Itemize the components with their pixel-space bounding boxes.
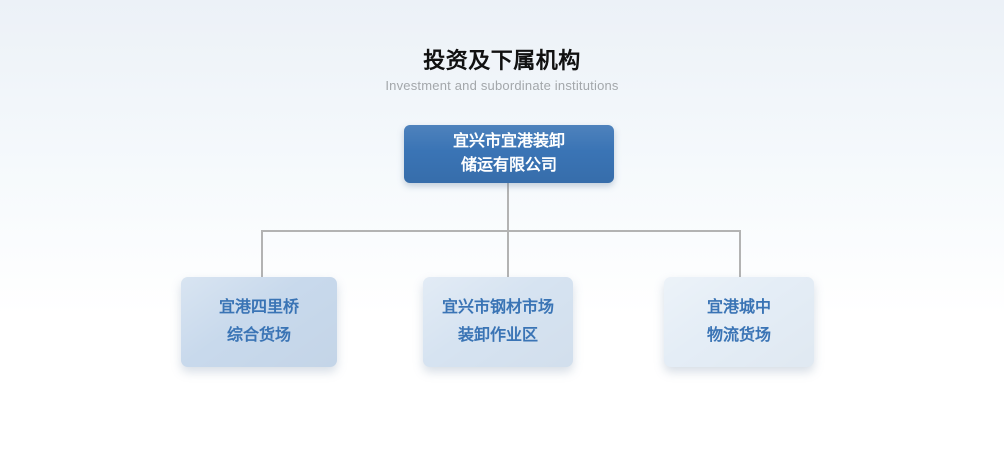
org-node-child-1-label-line2: 综合货场 bbox=[226, 327, 291, 344]
connector-drop-left bbox=[261, 230, 263, 277]
org-node-root: 宜兴市宜港装卸 储运有限公司 bbox=[404, 125, 614, 183]
org-node-root-label-line1: 宜兴市宜港装卸 bbox=[452, 133, 565, 150]
org-node-root-label-line2: 储运有限公司 bbox=[460, 157, 557, 174]
page-subtitle: Investment and subordinate institutions bbox=[385, 78, 619, 93]
org-node-child-2: 宜兴市钢材市场 装卸作业区 bbox=[423, 277, 573, 367]
connector-drop-right bbox=[739, 230, 741, 277]
org-node-child-1-label-line1: 宜港四里桥 bbox=[218, 299, 299, 316]
connector-horizontal bbox=[261, 230, 741, 232]
page-header: 投资及下属机构 Investment and subordinate insti… bbox=[0, 48, 1004, 94]
connector-drop-middle bbox=[507, 230, 509, 277]
org-node-child-2-label-line1: 宜兴市钢材市场 bbox=[441, 299, 554, 316]
org-node-child-3-label-line1: 宜港城中 bbox=[706, 299, 771, 316]
org-node-child-2-label-line2: 装卸作业区 bbox=[457, 327, 538, 344]
org-node-child-1: 宜港四里桥 综合货场 bbox=[181, 277, 337, 367]
org-node-child-3: 宜港城中 物流货场 bbox=[664, 277, 814, 367]
org-node-child-3-label-line2: 物流货场 bbox=[706, 327, 771, 344]
connector-root-drop bbox=[507, 183, 509, 232]
page-title: 投资及下属机构 bbox=[423, 48, 581, 73]
